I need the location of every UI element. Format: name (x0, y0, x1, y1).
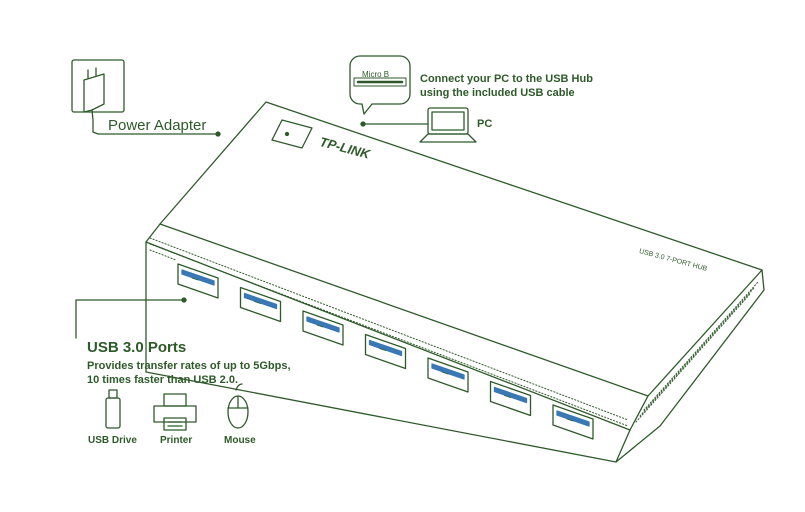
usb-port (239, 286, 282, 323)
pc-label: PC (477, 118, 493, 130)
printer-label: Printer (160, 435, 193, 446)
usb-ports-leader-line (75, 299, 185, 339)
micro-b-label: Micro B (362, 70, 390, 79)
usb-ports (177, 263, 594, 440)
laptop-icon (360, 107, 477, 143)
usb-drive-icon (105, 389, 121, 429)
usb-port (552, 404, 594, 440)
usb-port (177, 263, 219, 299)
connect-instructions: Connect your PC to the USB Hub using the… (420, 72, 593, 100)
mouse-label: Mouse (224, 435, 256, 446)
usb-port (364, 333, 407, 370)
connect-line-2: using the included USB cable (420, 87, 575, 99)
usb-ports-desc-1: Provides transfer rates of up to 5Gbps, (87, 360, 291, 372)
usb-ports-desc-2: 10 times faster than USB 2.0. (87, 374, 239, 386)
usb-port (489, 380, 532, 417)
usb-ports-title: USB 3.0 Ports (87, 339, 187, 356)
usb-port (427, 357, 469, 393)
connect-line-1: Connect your PC to the USB Hub (420, 73, 593, 85)
usb-port (302, 310, 344, 346)
power-adapter-icon (71, 59, 221, 137)
mouse-icon (227, 383, 249, 429)
usb-ports-description: Provides transfer rates of up to 5Gbps, … (87, 359, 291, 387)
power-adapter-label: Power Adapter (108, 117, 207, 134)
usb-drive-label: USB Drive (88, 435, 137, 446)
micro-b-connector-icon (349, 55, 411, 115)
printer-icon (153, 393, 197, 431)
usb-hub-body (145, 101, 765, 463)
